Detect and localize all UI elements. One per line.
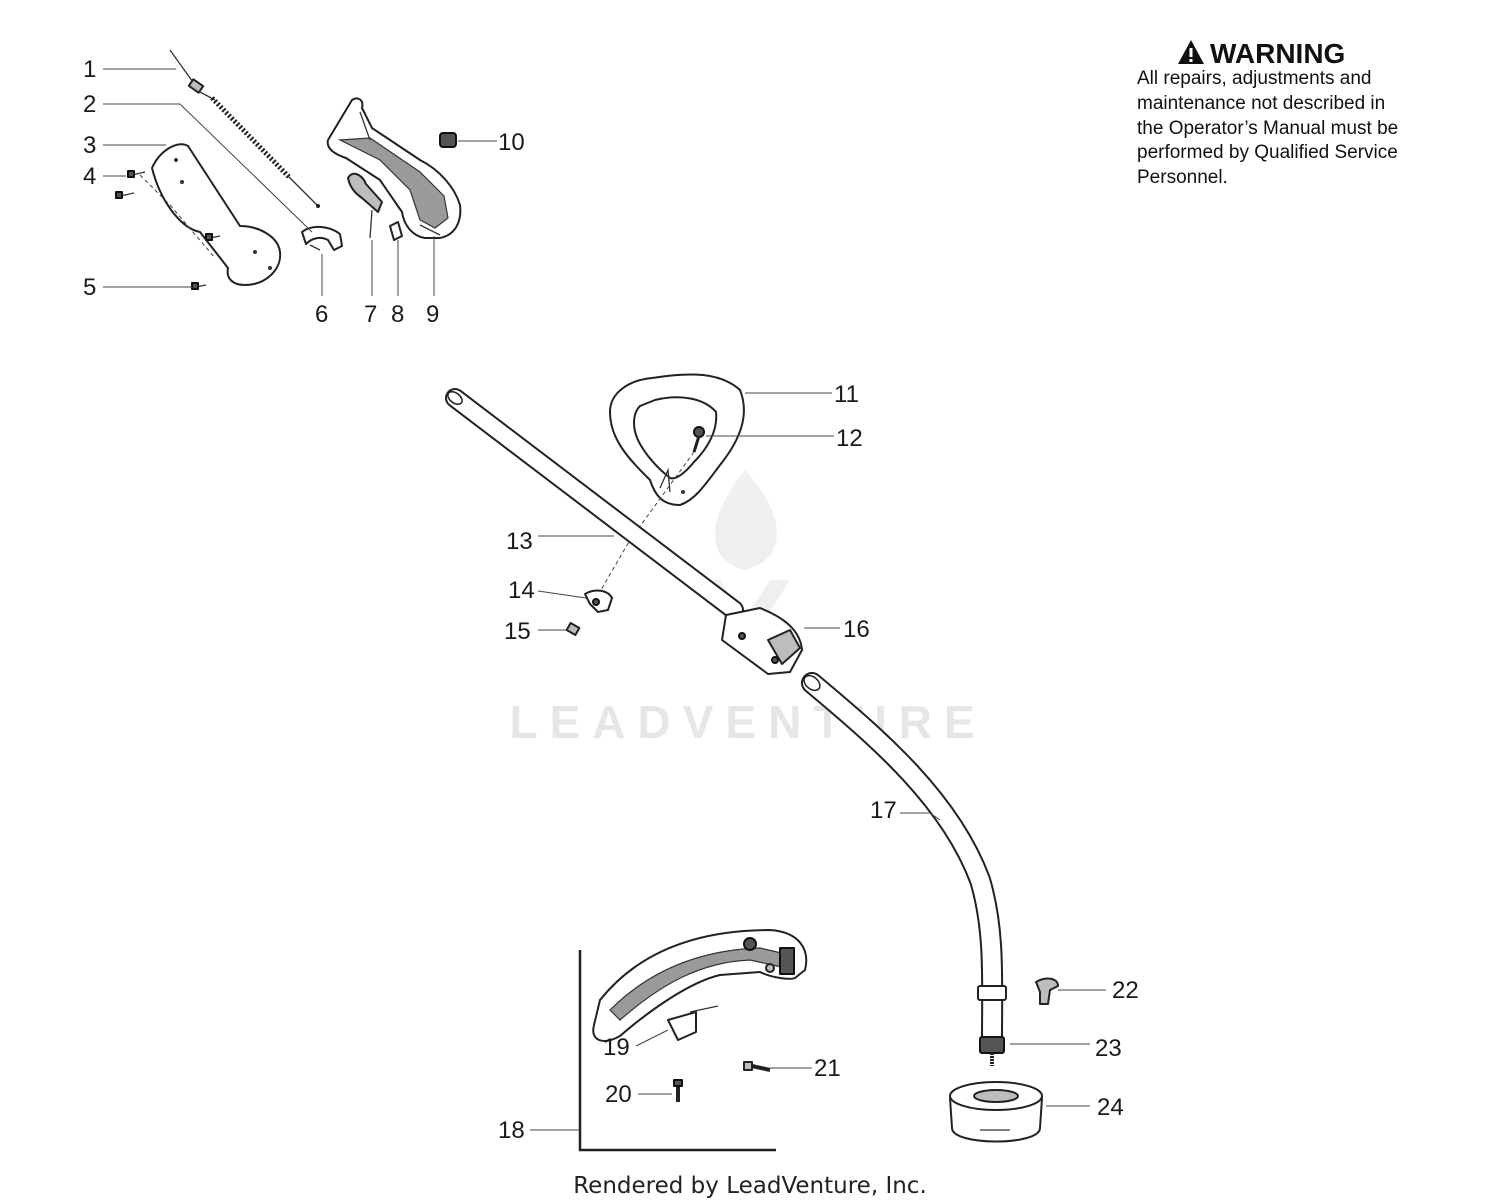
warning-line-1: All repairs, adjustments and [1137, 68, 1371, 89]
clamp-screw-part [565, 622, 581, 636]
rear-handle-housing-part [326, 97, 462, 239]
lower-shaft-part [801, 672, 1007, 1051]
callout-22: 22 [1112, 977, 1139, 1004]
leader-lines [103, 68, 1106, 1131]
throttle-trigger-part [347, 172, 383, 239]
callout-19: 19 [603, 1034, 630, 1061]
warning-line-3: the Operator’s Manual must be [1137, 118, 1398, 139]
guard-screw-20-part [673, 1079, 683, 1102]
screw-4-part [115, 170, 146, 199]
ignition-switch-part [439, 132, 457, 148]
warning-line-4: performed by Qualified Service [1137, 142, 1398, 163]
warning-line-5: Personnel. [1137, 167, 1228, 188]
callout-2: 2 [83, 91, 96, 118]
watermark-text: LEADVENTURE [509, 696, 986, 748]
callout-8: 8 [391, 301, 404, 328]
throttle-cable-part [169, 49, 320, 208]
callout-14: 14 [508, 577, 535, 604]
callout-3: 3 [83, 132, 96, 159]
callout-13: 13 [506, 528, 533, 555]
rendered-by-footer: Rendered by LeadVenture, Inc. [573, 1173, 927, 1199]
warning-line-2: maintenance not described in [1137, 93, 1385, 114]
callout-4: 4 [83, 163, 96, 190]
screw-5-part [191, 233, 221, 290]
trimmer-head-part [949, 1081, 1043, 1143]
debris-guard-part [592, 929, 808, 1042]
guard-screw-21-part [743, 1061, 771, 1072]
shaft-coupler-part [721, 607, 803, 675]
callout-labels: 1 2 3 4 5 6 7 8 9 10 11 12 13 14 15 16 1… [83, 56, 1139, 1144]
callout-15: 15 [504, 618, 531, 645]
watermark: LEADVENTURE [509, 470, 986, 748]
callout-11: 11 [834, 381, 859, 408]
callout-21: 21 [814, 1055, 841, 1082]
lockout-lever-part [301, 226, 343, 251]
callout-1: 1 [83, 56, 96, 83]
callout-6: 6 [315, 301, 328, 328]
drive-adapter-part [979, 1036, 1005, 1066]
callout-16: 16 [843, 616, 870, 643]
callout-12: 12 [836, 425, 863, 452]
warning-block: WARNING All repairs, adjustments and mai… [1137, 38, 1398, 188]
line-cutter-blade-part [667, 1005, 719, 1041]
handle-bolt-part [692, 426, 705, 453]
callout-23: 23 [1095, 1035, 1122, 1062]
trigger-spring-part [389, 221, 403, 241]
callout-20: 20 [605, 1081, 632, 1108]
assist-handle-part [609, 373, 745, 506]
callout-10: 10 [498, 129, 525, 156]
shield-clip-part [1035, 977, 1059, 1005]
callout-7: 7 [364, 301, 377, 328]
callout-17: 17 [870, 797, 897, 824]
callout-24: 24 [1097, 1094, 1124, 1121]
callout-9: 9 [426, 301, 439, 328]
handle-cover-part [139, 143, 282, 286]
guard-group-bracket [578, 950, 776, 1152]
upper-shaft-part [445, 388, 744, 620]
handle-clamp-part [584, 589, 613, 613]
callout-18: 18 [498, 1117, 525, 1144]
callout-5: 5 [83, 274, 96, 301]
warning-title: WARNING [1210, 38, 1345, 69]
warning-triangle-icon [1178, 40, 1204, 64]
